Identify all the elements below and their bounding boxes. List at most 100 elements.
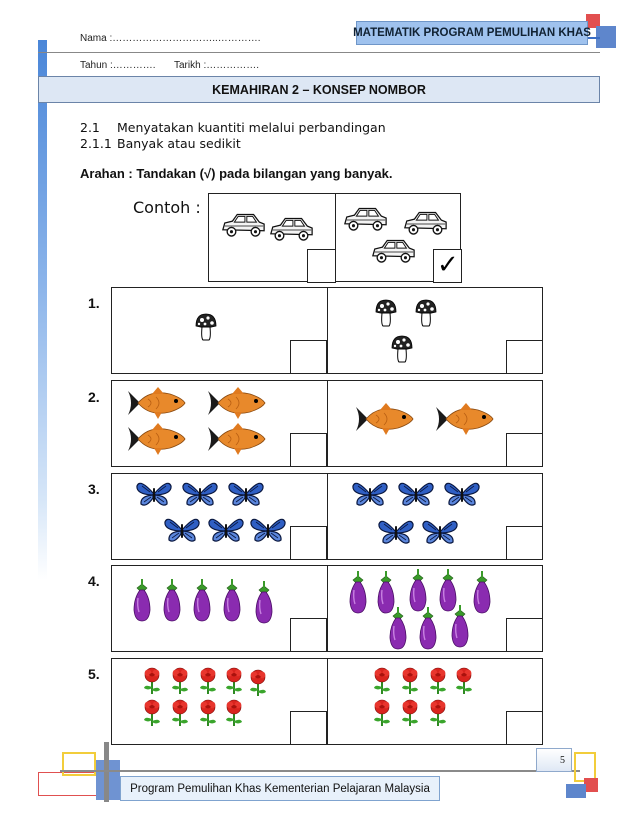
goldfish-icon (124, 421, 188, 457)
question-2-checkbox-left[interactable] (290, 433, 327, 467)
rose-icon (370, 699, 394, 727)
car-icon (219, 210, 267, 240)
eggplant-icon (132, 578, 152, 622)
butterfly-icon (422, 518, 458, 546)
program-title: MATEMATIK PROGRAM PEMULIHAN KHAS (353, 21, 591, 45)
header-deco-blue (596, 26, 616, 48)
eggplant-icon (472, 570, 492, 614)
question-1-checkbox-left[interactable] (290, 340, 327, 374)
butterfly-icon (164, 516, 200, 544)
car-icon (341, 204, 389, 234)
name-field: Nama :…………………………..…………. (80, 33, 261, 44)
eggplant-icon (450, 604, 470, 648)
header-deco-red (586, 14, 600, 28)
question-3-box (111, 473, 543, 560)
question-4-checkbox-left[interactable] (290, 618, 327, 652)
rose-icon (196, 699, 220, 727)
question-divider (327, 659, 328, 744)
rose-icon (168, 699, 192, 727)
rose-icon (452, 667, 476, 695)
butterfly-icon (250, 516, 286, 544)
butterfly-icon (208, 516, 244, 544)
instruction-text: Arahan : Tandakan (√) pada bilangan yang… (80, 166, 393, 181)
rose-icon (140, 667, 164, 695)
butterfly-icon (352, 480, 388, 508)
goldfish-icon (432, 401, 496, 437)
car-icon (369, 236, 417, 266)
objective-num-1: 2.1 (80, 120, 100, 135)
car-icon (401, 208, 449, 238)
butterfly-icon (136, 480, 172, 508)
question-number: 4. (88, 573, 100, 589)
question-4-checkbox-right[interactable] (506, 618, 543, 652)
rose-icon (168, 667, 192, 695)
goldfish-icon (124, 385, 188, 421)
footer-deco-hline (60, 770, 580, 772)
rose-icon (140, 699, 164, 727)
objective-text-1: Menyatakan kuantiti melalui perbandingan (117, 120, 386, 135)
skill-banner: KEMAHIRAN 2 – KONSEP NOMBOR (38, 76, 600, 103)
footer-deco-gray-vline (104, 742, 109, 802)
footer-deco-yellow-left (62, 752, 96, 776)
question-5-box (111, 658, 543, 745)
eggplant-icon (192, 578, 212, 622)
example-divider (335, 194, 336, 281)
rose-icon (426, 667, 450, 695)
eggplant-icon (348, 570, 368, 614)
butterfly-icon (444, 480, 480, 508)
example-checkbox-right[interactable]: ✓ (433, 249, 462, 283)
butterfly-icon (228, 480, 264, 508)
mushroom-icon (194, 312, 218, 342)
rose-icon (398, 699, 422, 727)
date-field: Tarikh :……………. (174, 60, 260, 71)
question-divider (327, 566, 328, 651)
goldfish-icon (352, 401, 416, 437)
rose-icon (426, 699, 450, 727)
question-4-box (111, 565, 543, 652)
rose-icon (196, 667, 220, 695)
question-5-checkbox-left[interactable] (290, 711, 327, 745)
eggplant-icon (222, 578, 242, 622)
eggplant-icon (388, 606, 408, 650)
butterfly-icon (398, 480, 434, 508)
question-1-box (111, 287, 543, 374)
question-3-checkbox-right[interactable] (506, 526, 543, 560)
left-accent-bar (38, 40, 47, 580)
rose-icon (398, 667, 422, 695)
butterfly-icon (378, 518, 414, 546)
footer-deco-blue-right (566, 784, 586, 798)
check-mark-icon: ✓ (437, 250, 459, 280)
car-icon (267, 214, 315, 244)
question-number: 1. (88, 295, 100, 311)
question-number: 5. (88, 666, 100, 682)
example-checkbox-left[interactable] (307, 249, 336, 283)
question-5-checkbox-right[interactable] (506, 711, 543, 745)
mushroom-icon (374, 298, 398, 328)
example-label: Contoh : (133, 198, 201, 217)
objective-text-2: Banyak atau sedikit (117, 136, 241, 151)
header-rule (38, 52, 600, 53)
question-number: 2. (88, 389, 100, 405)
butterfly-icon (182, 480, 218, 508)
mushroom-icon (414, 298, 438, 328)
question-2-box (111, 380, 543, 467)
footer-deco-red-right (584, 778, 598, 792)
objective-num-2: 2.1.1 (80, 136, 112, 151)
goldfish-icon (204, 385, 268, 421)
question-3-checkbox-left[interactable] (290, 526, 327, 560)
eggplant-icon (418, 606, 438, 650)
eggplant-icon (162, 578, 182, 622)
eggplant-icon (254, 580, 274, 624)
mushroom-icon (390, 334, 414, 364)
question-divider (327, 381, 328, 466)
question-divider (327, 288, 328, 373)
question-number: 3. (88, 481, 100, 497)
goldfish-icon (204, 421, 268, 457)
rose-icon (222, 699, 246, 727)
question-divider (327, 474, 328, 559)
rose-icon (370, 667, 394, 695)
question-2-checkbox-right[interactable] (506, 433, 543, 467)
question-1-checkbox-right[interactable] (506, 340, 543, 374)
example-box: ✓ (208, 193, 462, 283)
